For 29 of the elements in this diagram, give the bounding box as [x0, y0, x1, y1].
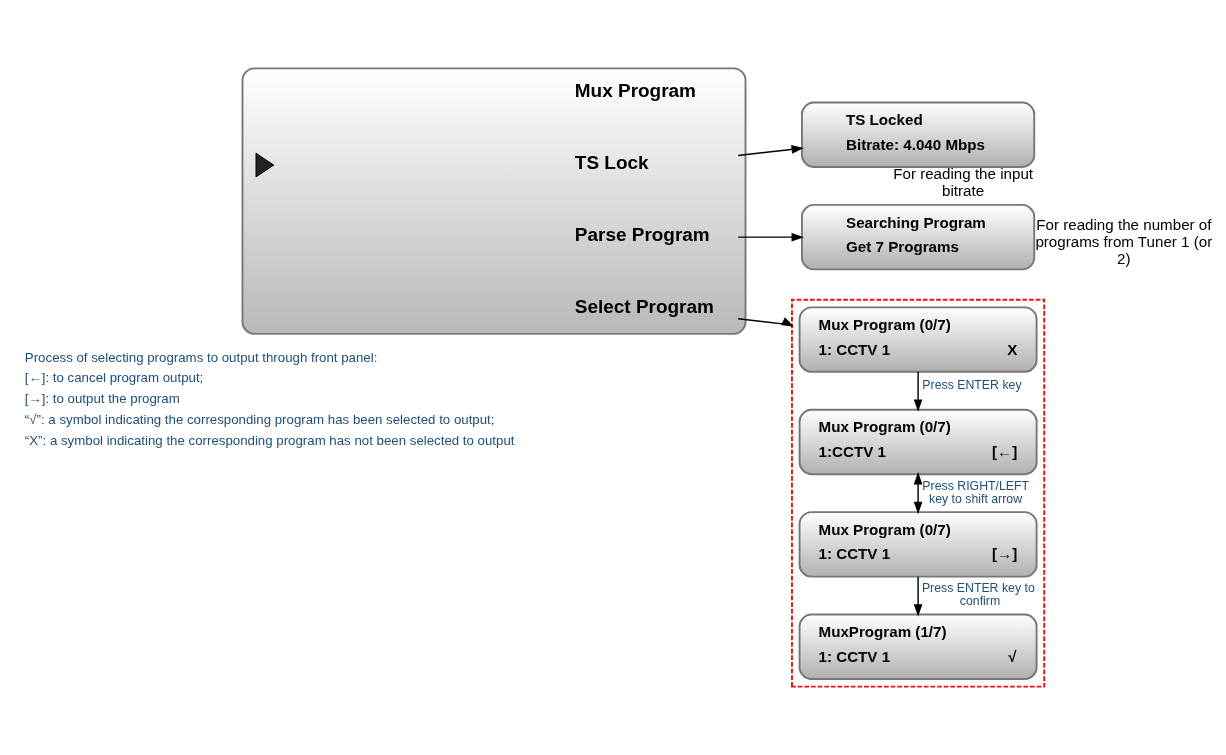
node-box: Mux Program (0/7) 1:CCTV 1 [←] — [798, 408, 1038, 476]
label: “X”: a symbol indicating the corresponding program has not been selected to output — [24, 433, 515, 449]
label: Process of selecting programs to output through front panel: — [24, 349, 378, 365]
node-triangle — [255, 152, 275, 178]
edge-label: Press ENTER key to confirm — [921, 581, 1035, 609]
node-box: TS Locked Bitrate: 4.040 Mbps — [800, 101, 1036, 168]
node-box: Mux Program (0/7) 1: CCTV 1 [→] — [798, 511, 1038, 578]
node-text: TS Lock — [574, 151, 649, 173]
node-box: Mux Program (0/7) 1: CCTV 1 X — [798, 306, 1038, 373]
arrow — [913, 472, 923, 515]
node-label: For reading the input bitrate — [893, 165, 1034, 200]
cluster — [241, 67, 747, 335]
arrow — [737, 317, 794, 327]
edge-label: Press ENTER key — [922, 377, 1022, 392]
cluster — [791, 298, 1046, 688]
edge-label: Press RIGHT/LEFT key to shift arrow — [922, 478, 1030, 507]
node-text: Mux Program — [574, 79, 696, 101]
label: “√”: a symbol indicating the corresponding program has been selected to output; — [24, 412, 495, 428]
arrow — [737, 232, 804, 242]
node-text: Parse Program — [574, 223, 710, 245]
node-text: Select Program — [574, 296, 714, 318]
arrow — [913, 575, 923, 617]
node-label: For reading the number of programs from Tuner 1 (or 2) — [1035, 216, 1213, 268]
arrow — [737, 145, 804, 157]
label: [→]: to output the program — [24, 391, 180, 407]
node-box: Searching Program Get 7 Programs — [800, 203, 1036, 271]
label: [←]: to cancel program output; — [24, 370, 204, 386]
arrow — [913, 371, 923, 412]
node-box: MuxProgram (1/7) 1: CCTV 1 √ — [798, 613, 1038, 680]
